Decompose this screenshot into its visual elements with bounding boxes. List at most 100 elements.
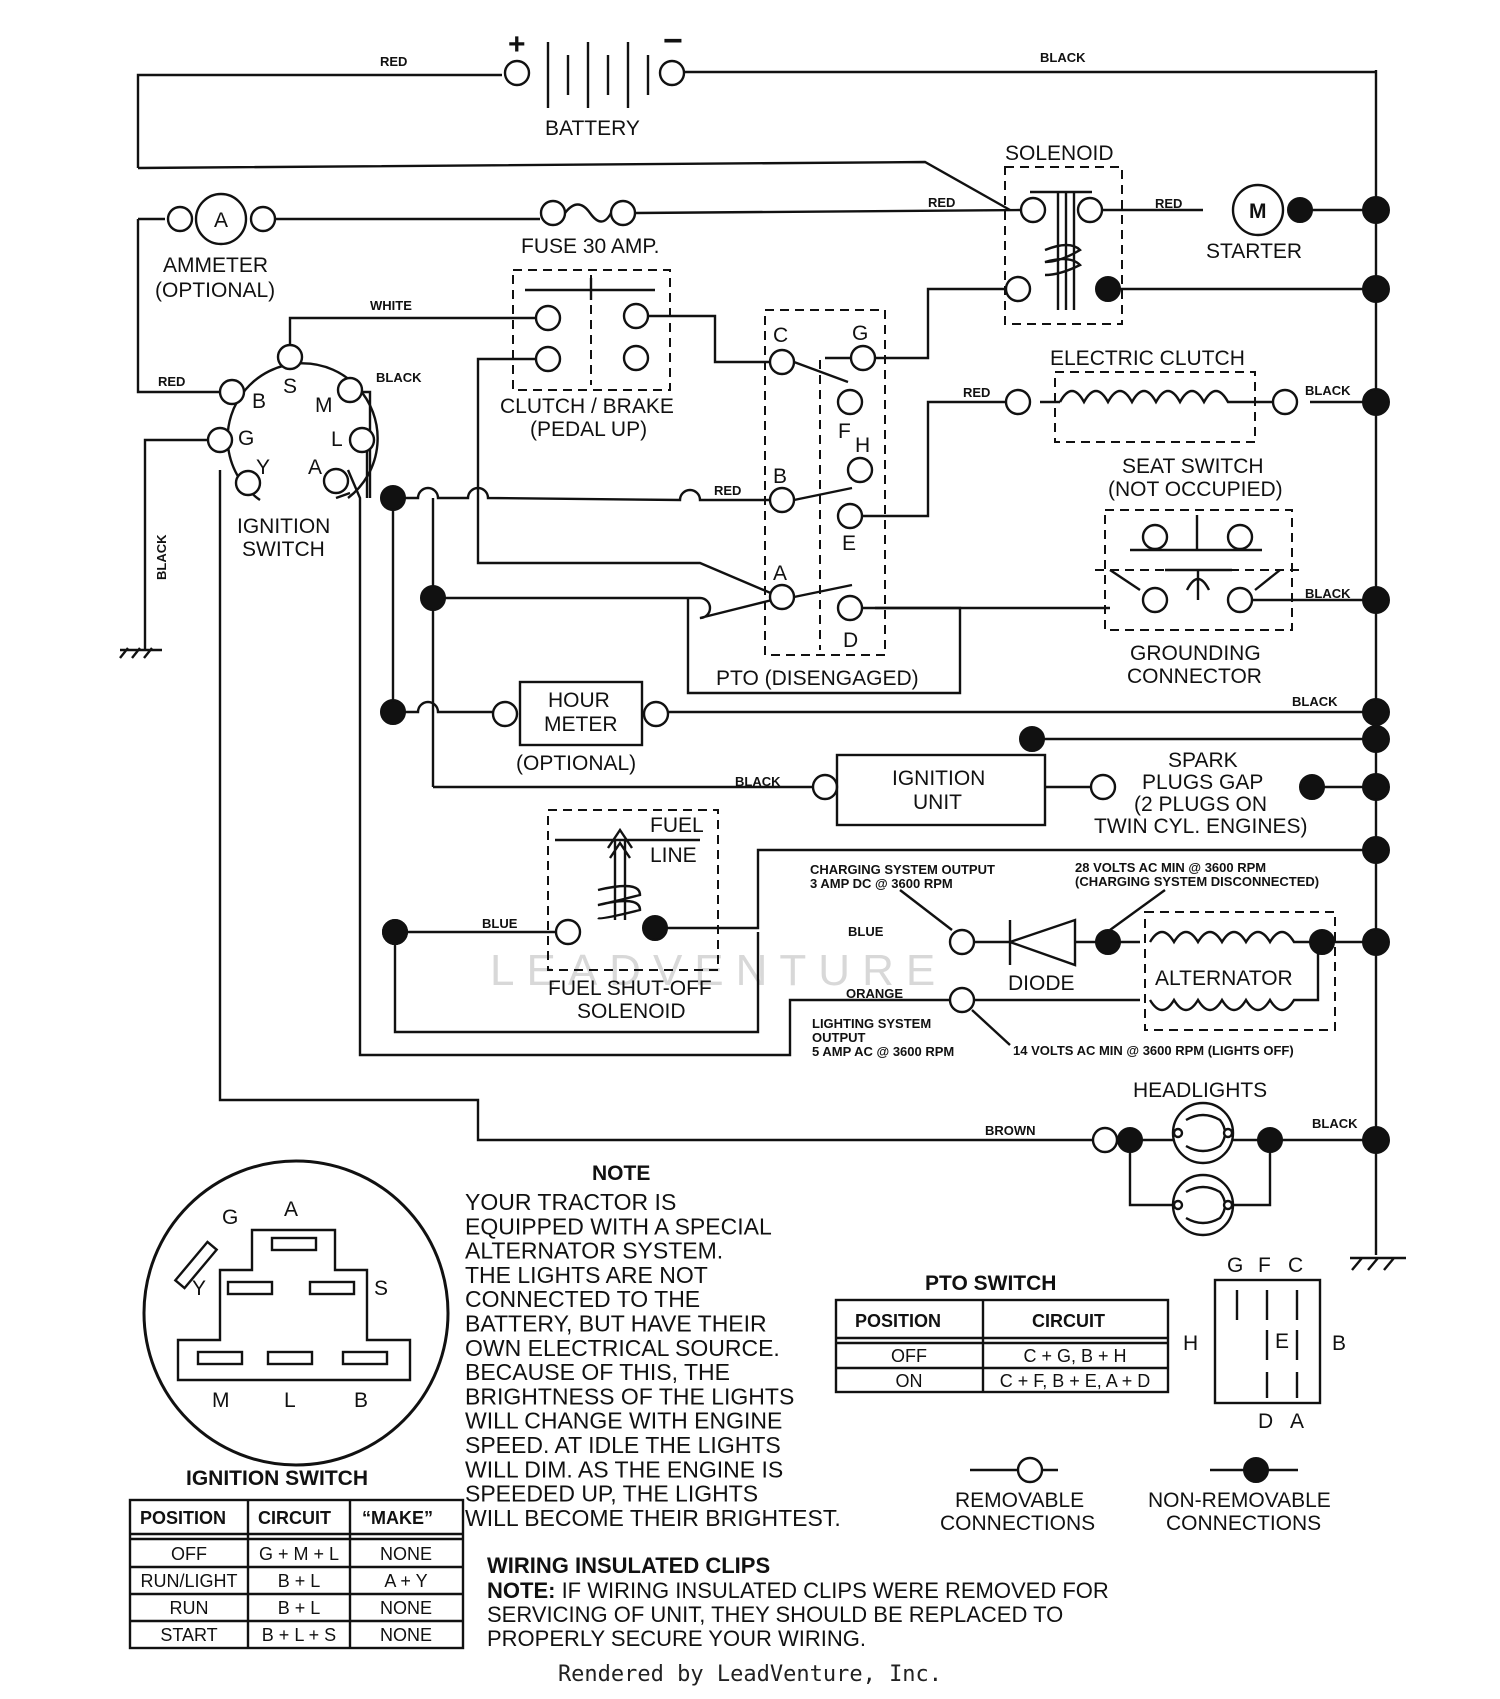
svg-text:ALTERNATOR: ALTERNATOR [1155,967,1293,990]
svg-text:NOTE: IF WIRING INSULATED CLIP: NOTE: IF WIRING INSULATED CLIPS WERE REM… [487,1578,1109,1603]
electric-clutch: ELECTRIC CLUTCH RED BLACK [963,347,1390,443]
svg-text:H: H [1183,1332,1198,1355]
svg-text:POSITION: POSITION [140,1508,226,1528]
table-cell: START [160,1625,217,1645]
svg-text:FUEL SHUT-OFF: FUEL SHUT-OFF [548,977,712,1000]
note-line: THE LIGHTS ARE NOT [465,1262,708,1288]
svg-text:FUEL: FUEL [650,814,704,837]
note-line: BATTERY, BUT HAVE THEIR [465,1311,767,1337]
svg-text:(2 PLUGS ON: (2 PLUGS ON [1134,793,1267,816]
svg-text:C: C [1288,1254,1303,1277]
svg-text:PLUGS GAP: PLUGS GAP [1142,771,1263,794]
svg-text:PTO (DISENGAGED): PTO (DISENGAGED) [716,667,919,690]
svg-text:BLUE: BLUE [848,924,884,939]
svg-text:(OPTIONAL): (OPTIONAL) [516,752,636,775]
svg-text:LIGHTING SYSTEM: LIGHTING SYSTEM [812,1016,931,1031]
svg-text:Y: Y [256,456,270,479]
hour-meter: HOUR METER (OPTIONAL) BLACK [491,680,1390,775]
svg-text:FUSE 30 AMP.: FUSE 30 AMP. [521,235,660,258]
fuse-30-amp: FUSE 30 AMP. [521,199,660,258]
svg-text:14 VOLTS AC MIN @ 3600 RPM (L: 14 VOLTS AC MIN @ 3600 RPM (LIGHTS OFF) [1013,1043,1294,1058]
svg-text:E: E [842,532,856,555]
note-line: SPEED. AT IDLE THE LIGHTS [465,1432,781,1458]
svg-text:HOUR: HOUR [548,689,610,712]
headlights: HEADLIGHTS BROWN BLACK [985,1079,1390,1237]
svg-text:BLACK: BLACK [376,370,422,385]
svg-text:SPARK: SPARK [1168,749,1238,772]
spark-plugs: SPARK PLUGS GAP (2 PLUGS ON TWIN CYL. EN… [1089,749,1390,838]
svg-text:CONNECTIONS: CONNECTIONS [1166,1512,1321,1535]
svg-text:B: B [354,1389,368,1412]
svg-text:A: A [214,209,228,232]
ignition-switch-table: IGNITION SWITCH POSITION CIRCUIT “MAKE” … [128,1467,465,1650]
connection-legend: REMOVABLE CONNECTIONS NON-REMOVABLE CONN… [940,1456,1331,1535]
svg-text:LINE: LINE [650,844,697,867]
svg-text:D: D [1258,1410,1273,1433]
svg-text:IGNITION: IGNITION [237,515,330,538]
table-cell: A + Y [384,1571,427,1591]
starter: RED M STARTER [1155,183,1390,303]
note-line: EQUIPPED WITH A SPECIAL [465,1213,772,1239]
svg-text:A: A [1290,1410,1304,1433]
footer-credit: Rendered by LeadVenture, Inc. [557,1662,943,1687]
svg-text:H: H [855,434,870,457]
svg-text:WIRING INSULATED CLIPS: WIRING INSULATED CLIPS [487,1553,770,1578]
svg-text:G: G [222,1206,238,1229]
note-line: OWN ELECTRICAL SOURCE. [465,1335,780,1361]
svg-text:BLUE: BLUE [482,916,518,931]
table-cell: NONE [380,1544,432,1564]
svg-text:OUTPUT: OUTPUT [812,1030,866,1045]
svg-text:(OPTIONAL): (OPTIONAL) [155,279,275,302]
svg-text:+: + [508,28,526,61]
table-cell: B + L [278,1598,321,1618]
table-cell: NONE [380,1625,432,1645]
svg-text:TWIN CYL. ENGINES): TWIN CYL. ENGINES) [1094,815,1308,838]
svg-text:CIRCUIT: CIRCUIT [258,1508,331,1528]
pto-switch-pin-diagram: G F C H E B D A [1183,1254,1346,1433]
svg-text:RED: RED [928,195,955,210]
svg-text:HEADLIGHTS: HEADLIGHTS [1133,1079,1267,1102]
svg-text:28 VOLTS AC MIN @ 3600 RPM: 28 VOLTS AC MIN @ 3600 RPM [1075,860,1266,875]
svg-text:(NOT OCCUPIED): (NOT OCCUPIED) [1108,478,1283,501]
svg-text:B: B [773,465,787,488]
note-line: BRIGHTNESS OF THE LIGHTS [465,1383,794,1409]
svg-text:(CHARGING SYSTEM DISCONNECTED): (CHARGING SYSTEM DISCONNECTED) [1075,874,1319,889]
junctions [380,485,446,945]
note-title: NOTE [592,1162,650,1185]
battery-label: BATTERY [545,117,640,140]
alternator: ALTERNATOR [1144,911,1390,1031]
svg-text:DIODE: DIODE [1008,972,1075,995]
svg-text:S: S [374,1277,388,1300]
table-cell: B + L [278,1571,321,1591]
svg-text:SOLENOID: SOLENOID [577,1000,686,1023]
svg-text:PTO SWITCH: PTO SWITCH [925,1272,1056,1295]
svg-text:REMOVABLE: REMOVABLE [955,1489,1084,1512]
svg-text:RED: RED [158,374,185,389]
table-cell: C + F, B + E, A + D [1000,1371,1151,1391]
svg-text:NON-REMOVABLE: NON-REMOVABLE [1148,1489,1331,1512]
note-line: CONNECTED TO THE [465,1286,700,1312]
clutch-brake-switch: CLUTCH / BRAKE (PEDAL UP) [500,269,674,441]
note-line: BECAUSE OF THIS, THE [465,1359,730,1385]
svg-text:BLACK: BLACK [735,774,781,789]
table-cell: OFF [891,1346,927,1366]
svg-text:B: B [252,390,266,413]
table-cell: OFF [171,1544,207,1564]
ignition-connector-diagram: G A Y S M L B [142,1159,450,1467]
svg-text:BLACK: BLACK [154,534,169,580]
svg-text:ELECTRIC CLUTCH: ELECTRIC CLUTCH [1050,347,1245,370]
ignition-switch: B S M G L Y A IGNITION SWITCH RED BLACK … [154,298,422,580]
svg-text:SEAT SWITCH: SEAT SWITCH [1122,455,1264,478]
note-line: WILL CHANGE WITH ENGINE [465,1408,782,1434]
table-cell: B + L + S [262,1625,336,1645]
svg-text:CONNECTIONS: CONNECTIONS [940,1512,1095,1535]
svg-text:G: G [238,427,254,450]
fuel-shut-off-solenoid: FUEL LINE FUEL SHUT-OFF SOLENOID BLUE [382,809,719,1023]
svg-text:A: A [773,562,787,585]
svg-text:WHITE: WHITE [370,298,412,313]
svg-text:E: E [1275,1330,1289,1353]
svg-text:UNIT: UNIT [913,791,962,814]
svg-text:D: D [843,629,858,652]
svg-text:SWITCH: SWITCH [242,538,325,561]
